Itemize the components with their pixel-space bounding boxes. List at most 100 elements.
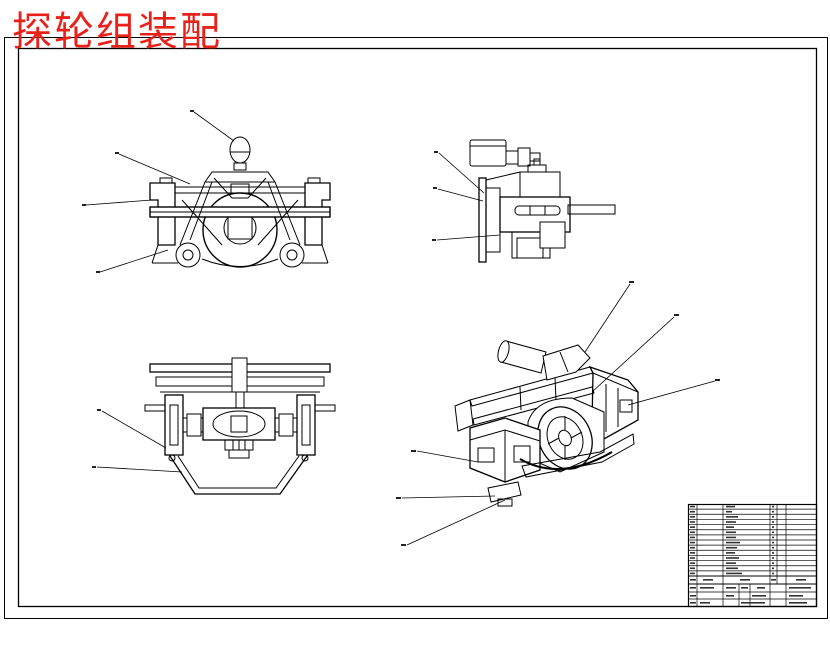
upper-crossbar xyxy=(174,186,306,194)
illegible-text-mark xyxy=(726,546,737,549)
illegible-text-mark xyxy=(690,579,696,581)
illegible-text-mark xyxy=(789,595,803,597)
mounting-plate xyxy=(478,177,487,263)
illegible-text-mark xyxy=(772,531,774,534)
balloon-number-mark xyxy=(432,239,436,241)
balloon-number-mark xyxy=(115,152,119,154)
leader-line xyxy=(591,316,675,393)
illegible-text-mark xyxy=(772,516,774,518)
lower-bracket-ribs xyxy=(232,440,246,450)
gear-reducer xyxy=(517,147,531,167)
illegible-text-mark xyxy=(703,579,713,581)
right-column-foot xyxy=(301,454,309,462)
illegible-text-mark xyxy=(690,516,695,518)
front-view xyxy=(149,136,331,268)
balloon-number-mark xyxy=(401,544,406,546)
right-small-wheel xyxy=(279,242,305,268)
balloon-number-mark xyxy=(715,379,720,381)
rail-post xyxy=(554,376,557,401)
leader-line xyxy=(401,495,496,499)
left-brace xyxy=(179,181,206,246)
rail-post xyxy=(519,386,522,411)
leader-line xyxy=(584,283,631,353)
balloon-number-mark xyxy=(190,110,194,112)
upper-housing xyxy=(519,171,561,198)
illegible-text-mark xyxy=(726,541,740,544)
front-bracket-window xyxy=(477,447,495,463)
wheel-housing xyxy=(527,397,605,473)
right-column xyxy=(296,394,316,456)
illegible-text-mark xyxy=(789,602,807,604)
top-view xyxy=(144,357,336,495)
illegible-text-mark xyxy=(690,510,695,513)
illegible-text-mark xyxy=(740,579,750,581)
illegible-text-mark xyxy=(772,552,774,554)
left-column xyxy=(164,394,184,456)
shaft-end xyxy=(529,152,541,162)
illegible-text-mark xyxy=(690,546,695,549)
main-wheel-hub-block xyxy=(227,216,253,240)
front-bracket-window xyxy=(513,445,531,463)
bracket-block xyxy=(230,183,250,194)
swing-arm xyxy=(542,344,591,381)
leader-line xyxy=(101,410,167,449)
illegible-text-mark xyxy=(726,557,739,559)
balloon-number-mark xyxy=(82,204,86,206)
illegible-text-mark xyxy=(772,541,774,544)
illegible-text-mark xyxy=(690,531,695,534)
illegible-text-mark xyxy=(752,595,766,597)
wheel-hub xyxy=(230,415,248,433)
illegible-text-mark xyxy=(726,587,736,589)
housing-stud xyxy=(533,158,541,166)
illegible-text-mark xyxy=(690,602,696,604)
right-bearing xyxy=(278,413,294,437)
illegible-text-mark xyxy=(772,546,774,549)
balloon-number-mark xyxy=(411,450,416,452)
illegible-text-mark xyxy=(772,505,774,508)
rear-bracket-edge xyxy=(592,372,639,393)
illegible-text-mark xyxy=(726,552,735,554)
housing-cap xyxy=(527,164,547,173)
illegible-text-mark xyxy=(757,587,765,589)
knob-collar xyxy=(233,162,247,171)
illegible-text-mark xyxy=(700,602,710,604)
balloon-number-mark xyxy=(433,187,437,189)
drawing-ink xyxy=(4,37,828,619)
probe-wheel-hub xyxy=(558,429,572,447)
right-side-tab xyxy=(314,404,336,412)
illegible-text-mark xyxy=(772,521,774,523)
leader-line xyxy=(99,249,169,273)
illegible-text-mark xyxy=(690,521,695,523)
illegible-text-mark xyxy=(726,531,736,534)
illegible-text-mark xyxy=(741,602,765,604)
illegible-text-mark xyxy=(690,595,696,597)
illegible-text-mark xyxy=(789,587,811,589)
left-small-wheel xyxy=(175,242,201,268)
right-brace xyxy=(274,181,301,246)
right-top-tab xyxy=(307,177,321,184)
balloon-number-mark xyxy=(674,314,679,316)
illegible-text-mark xyxy=(772,562,774,564)
illegible-text-mark xyxy=(690,552,695,554)
v-bracket xyxy=(213,177,267,199)
front-bracket-edges xyxy=(469,429,541,482)
illegible-text-mark xyxy=(726,526,734,528)
illegible-text-mark xyxy=(690,526,695,528)
illegible-text-mark xyxy=(726,536,736,539)
drawing-title: 探轮组装配 xyxy=(12,9,222,55)
illegible-text-mark xyxy=(772,526,774,528)
leader-line xyxy=(406,499,506,546)
wheel-spokes xyxy=(547,416,583,460)
cylinder-end xyxy=(497,340,510,363)
lower-housing-inner xyxy=(516,237,544,259)
left-cross-member xyxy=(181,199,223,246)
left-column-foot xyxy=(168,454,176,462)
illegible-text-mark xyxy=(690,567,695,570)
u-guard xyxy=(169,455,308,495)
title-block xyxy=(687,503,818,608)
side-view xyxy=(469,139,616,263)
coupling xyxy=(505,150,519,165)
left-brace-inner xyxy=(189,181,213,241)
balloon-number-mark xyxy=(97,409,101,411)
